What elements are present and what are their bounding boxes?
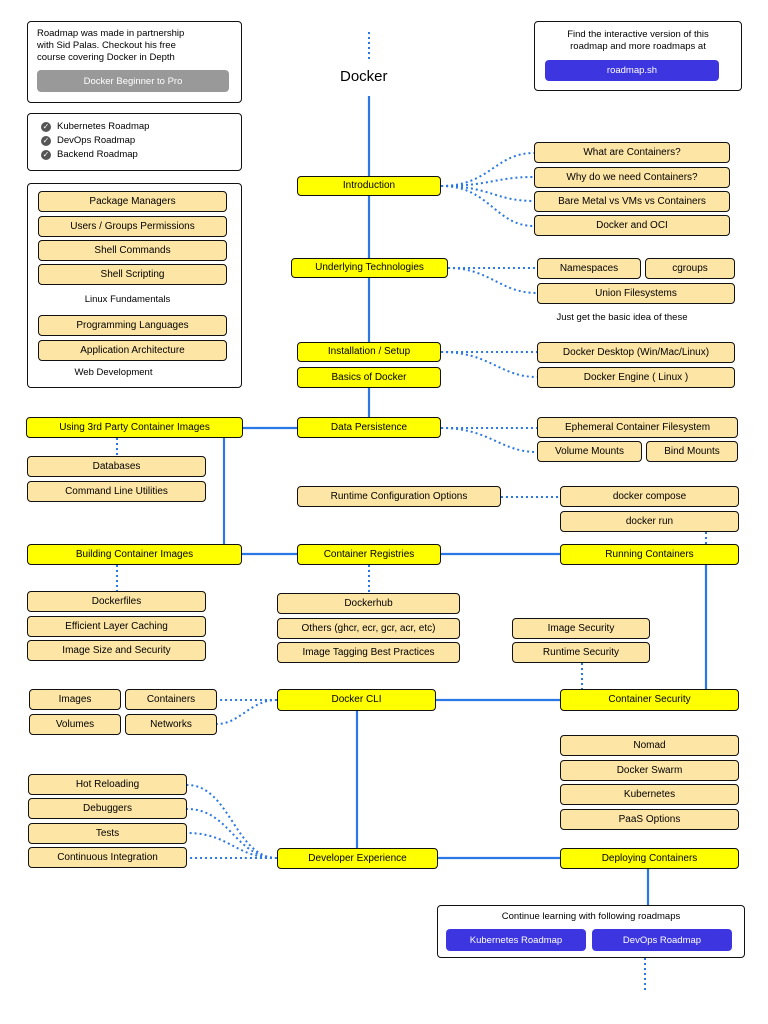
partnership-panel: Roadmap was made in partnership with Sid… xyxy=(27,21,242,103)
volume-mounts-node[interactable]: Volume Mounts xyxy=(537,441,642,462)
third-party-images-node[interactable]: Using 3rd Party Container Images xyxy=(26,417,243,438)
roadmap-title: Docker xyxy=(340,68,388,85)
continuous-integration-node[interactable]: Continuous Integration xyxy=(28,847,187,868)
basics-of-docker-node[interactable]: Basics of Docker xyxy=(297,367,441,388)
underlying-technologies-node[interactable]: Underlying Technologies xyxy=(291,258,448,278)
check-icon: ✓ xyxy=(41,135,51,146)
building-container-images-node[interactable]: Building Container Images xyxy=(27,544,242,565)
docker-desktop-node[interactable]: Docker Desktop (Win/Mac/Linux) xyxy=(537,342,735,363)
other-registries-node[interactable]: Others (ghcr, ecr, gcr, acr, etc) xyxy=(277,618,460,639)
image-security-node[interactable]: Image Security xyxy=(512,618,650,639)
image-size-security-node[interactable]: Image Size and Security xyxy=(27,640,206,661)
namespaces-node[interactable]: Namespaces xyxy=(537,258,641,279)
linux-fundamentals-label: Linux Fundamentals xyxy=(84,294,171,305)
shell-scripting-node[interactable]: Shell Scripting xyxy=(38,264,227,285)
related-roadmaps-panel: ✓ Kubernetes Roadmap ✓ DevOps Roadmap ✓ Bac… xyxy=(27,113,242,171)
union-filesystems-node[interactable]: Union Filesystems xyxy=(537,283,735,304)
interactive-text-line-2: roadmap and more roadmaps at xyxy=(570,41,706,52)
databases-node[interactable]: Databases xyxy=(27,456,206,477)
why-need-containers-node[interactable]: Why do we need Containers? xyxy=(534,167,730,188)
related-label: Backend Roadmap xyxy=(57,149,138,160)
dockerfiles-node[interactable]: Dockerfiles xyxy=(27,591,206,612)
roadmap-sh-button[interactable]: roadmap.sh xyxy=(545,60,719,81)
developer-experience-node[interactable]: Developer Experience xyxy=(277,848,438,869)
check-icon: ✓ xyxy=(41,149,51,160)
application-architecture-node[interactable]: Application Architecture xyxy=(38,340,227,361)
partnership-text-line-1: Roadmap was made in partnership xyxy=(37,28,185,39)
docker-run-node[interactable]: docker run xyxy=(560,511,739,532)
paas-options-node[interactable]: PaaS Options xyxy=(560,809,739,830)
cli-networks-node[interactable]: Networks xyxy=(125,714,217,735)
partnership-text-line-2: with Sid Palas. Checkout his free xyxy=(37,40,176,51)
dockerhub-node[interactable]: Dockerhub xyxy=(277,593,460,614)
cli-images-node[interactable]: Images xyxy=(29,689,121,710)
hot-reloading-node[interactable]: Hot Reloading xyxy=(28,774,187,795)
related-label: Kubernetes Roadmap xyxy=(57,121,150,132)
docker-swarm-node[interactable]: Docker Swarm xyxy=(560,760,739,781)
continue-learning-panel: Continue learning with following roadmap… xyxy=(437,905,745,958)
docker-and-oci-node[interactable]: Docker and OCI xyxy=(534,215,730,236)
cli-volumes-node[interactable]: Volumes xyxy=(29,714,121,735)
installation-setup-node[interactable]: Installation / Setup xyxy=(297,342,441,362)
related-backend-roadmap[interactable]: ✓ Backend Roadmap xyxy=(41,149,138,160)
bare-metal-vms-containers-node[interactable]: Bare Metal vs VMs vs Containers xyxy=(534,191,730,212)
image-tagging-node[interactable]: Image Tagging Best Practices xyxy=(277,642,460,663)
runtime-configuration-node[interactable]: Runtime Configuration Options xyxy=(297,486,501,507)
ephemeral-filesystem-node[interactable]: Ephemeral Container Filesystem xyxy=(537,417,738,438)
kubernetes-roadmap-button[interactable]: Kubernetes Roadmap xyxy=(446,929,586,951)
container-security-node[interactable]: Container Security xyxy=(560,689,739,711)
devops-roadmap-button[interactable]: DevOps Roadmap xyxy=(592,929,732,951)
introduction-node[interactable]: Introduction xyxy=(297,176,441,196)
bind-mounts-node[interactable]: Bind Mounts xyxy=(646,441,738,462)
cli-containers-node[interactable]: Containers xyxy=(125,689,217,710)
nomad-node[interactable]: Nomad xyxy=(560,735,739,756)
docker-beginner-to-pro-button[interactable]: Docker Beginner to Pro xyxy=(37,70,229,92)
docker-engine-linux-node[interactable]: Docker Engine ( Linux ) xyxy=(537,367,735,388)
partnership-text-line-3: course covering Docker in Depth xyxy=(37,52,175,63)
programming-languages-node[interactable]: Programming Languages xyxy=(38,315,227,336)
interactive-text-line-1: Find the interactive version of this xyxy=(567,29,709,40)
related-kubernetes-roadmap[interactable]: ✓ Kubernetes Roadmap xyxy=(41,121,149,132)
command-line-utilities-node[interactable]: Command Line Utilities xyxy=(27,481,206,502)
interactive-panel: Find the interactive version of this roa… xyxy=(534,21,742,91)
layer-caching-node[interactable]: Efficient Layer Caching xyxy=(27,616,206,637)
underlying-note: Just get the basic idea of these xyxy=(556,312,688,323)
related-label: DevOps Roadmap xyxy=(57,135,136,146)
debuggers-node[interactable]: Debuggers xyxy=(28,798,187,819)
runtime-security-node[interactable]: Runtime Security xyxy=(512,642,650,663)
check-icon: ✓ xyxy=(41,121,51,132)
kubernetes-node[interactable]: Kubernetes xyxy=(560,784,739,805)
shell-commands-node[interactable]: Shell Commands xyxy=(38,240,227,261)
docker-compose-node[interactable]: docker compose xyxy=(560,486,739,507)
running-containers-node[interactable]: Running Containers xyxy=(560,544,739,565)
continue-learning-text: Continue learning with following roadmap… xyxy=(501,911,681,922)
users-groups-permissions-node[interactable]: Users / Groups Permissions xyxy=(38,216,227,237)
related-devops-roadmap[interactable]: ✓ DevOps Roadmap xyxy=(41,135,135,146)
package-managers-node[interactable]: Package Managers xyxy=(38,191,227,212)
what-are-containers-node[interactable]: What are Containers? xyxy=(534,142,730,163)
docker-cli-node[interactable]: Docker CLI xyxy=(277,689,436,711)
cgroups-node[interactable]: cgroups xyxy=(645,258,735,279)
web-development-label: Web Development xyxy=(74,367,153,378)
container-registries-node[interactable]: Container Registries xyxy=(297,544,441,565)
tests-node[interactable]: Tests xyxy=(28,823,187,844)
deploying-containers-node[interactable]: Deploying Containers xyxy=(560,848,739,869)
data-persistence-node[interactable]: Data Persistence xyxy=(297,417,441,438)
